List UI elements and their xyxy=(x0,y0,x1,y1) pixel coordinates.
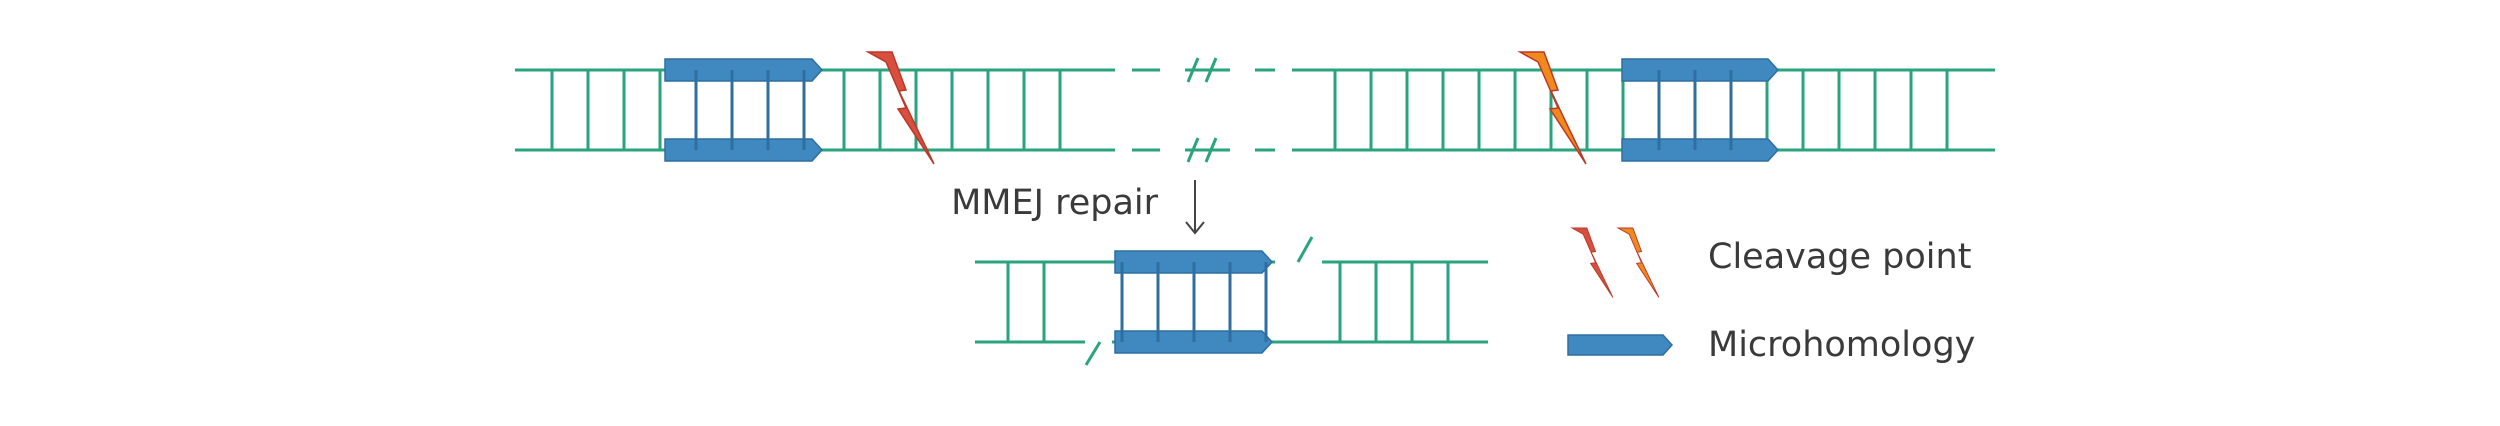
legend-cleavage: Cleavage point xyxy=(1571,227,1971,298)
break-mark xyxy=(1186,57,1200,83)
flap-bottom xyxy=(1084,341,1102,366)
lightning-bolt-icon xyxy=(1571,227,1614,298)
legend: Cleavage point Microhomology xyxy=(1567,227,1975,365)
base-pair-rungs xyxy=(550,70,1062,150)
legend-cleavage-label: Cleavage point xyxy=(1708,237,1971,277)
base-pair-rungs xyxy=(1006,262,1450,342)
mmej-repair-label: MMEJ repair xyxy=(951,183,1159,223)
break-mark xyxy=(1204,57,1218,83)
base-pair-rungs xyxy=(1333,70,1949,150)
lightning-bolt-icon xyxy=(1617,227,1660,298)
microhomology-bar-icon xyxy=(1567,334,1674,356)
microhomology-region-right xyxy=(1621,58,1780,162)
legend-microhomology-label: Microhomology xyxy=(1708,325,1975,365)
microhomology-region-left xyxy=(664,58,824,162)
dna-segment-right xyxy=(1292,58,1995,162)
flap-top xyxy=(1296,236,1314,263)
down-arrow-icon xyxy=(1185,180,1205,235)
break-mark xyxy=(1186,137,1200,163)
repaired-dna-product xyxy=(975,236,1488,366)
legend-microhomology: Microhomology xyxy=(1567,325,1975,365)
break-mark xyxy=(1204,137,1218,163)
sequence-gap xyxy=(1132,57,1275,163)
dna-segment-left xyxy=(515,58,1115,162)
